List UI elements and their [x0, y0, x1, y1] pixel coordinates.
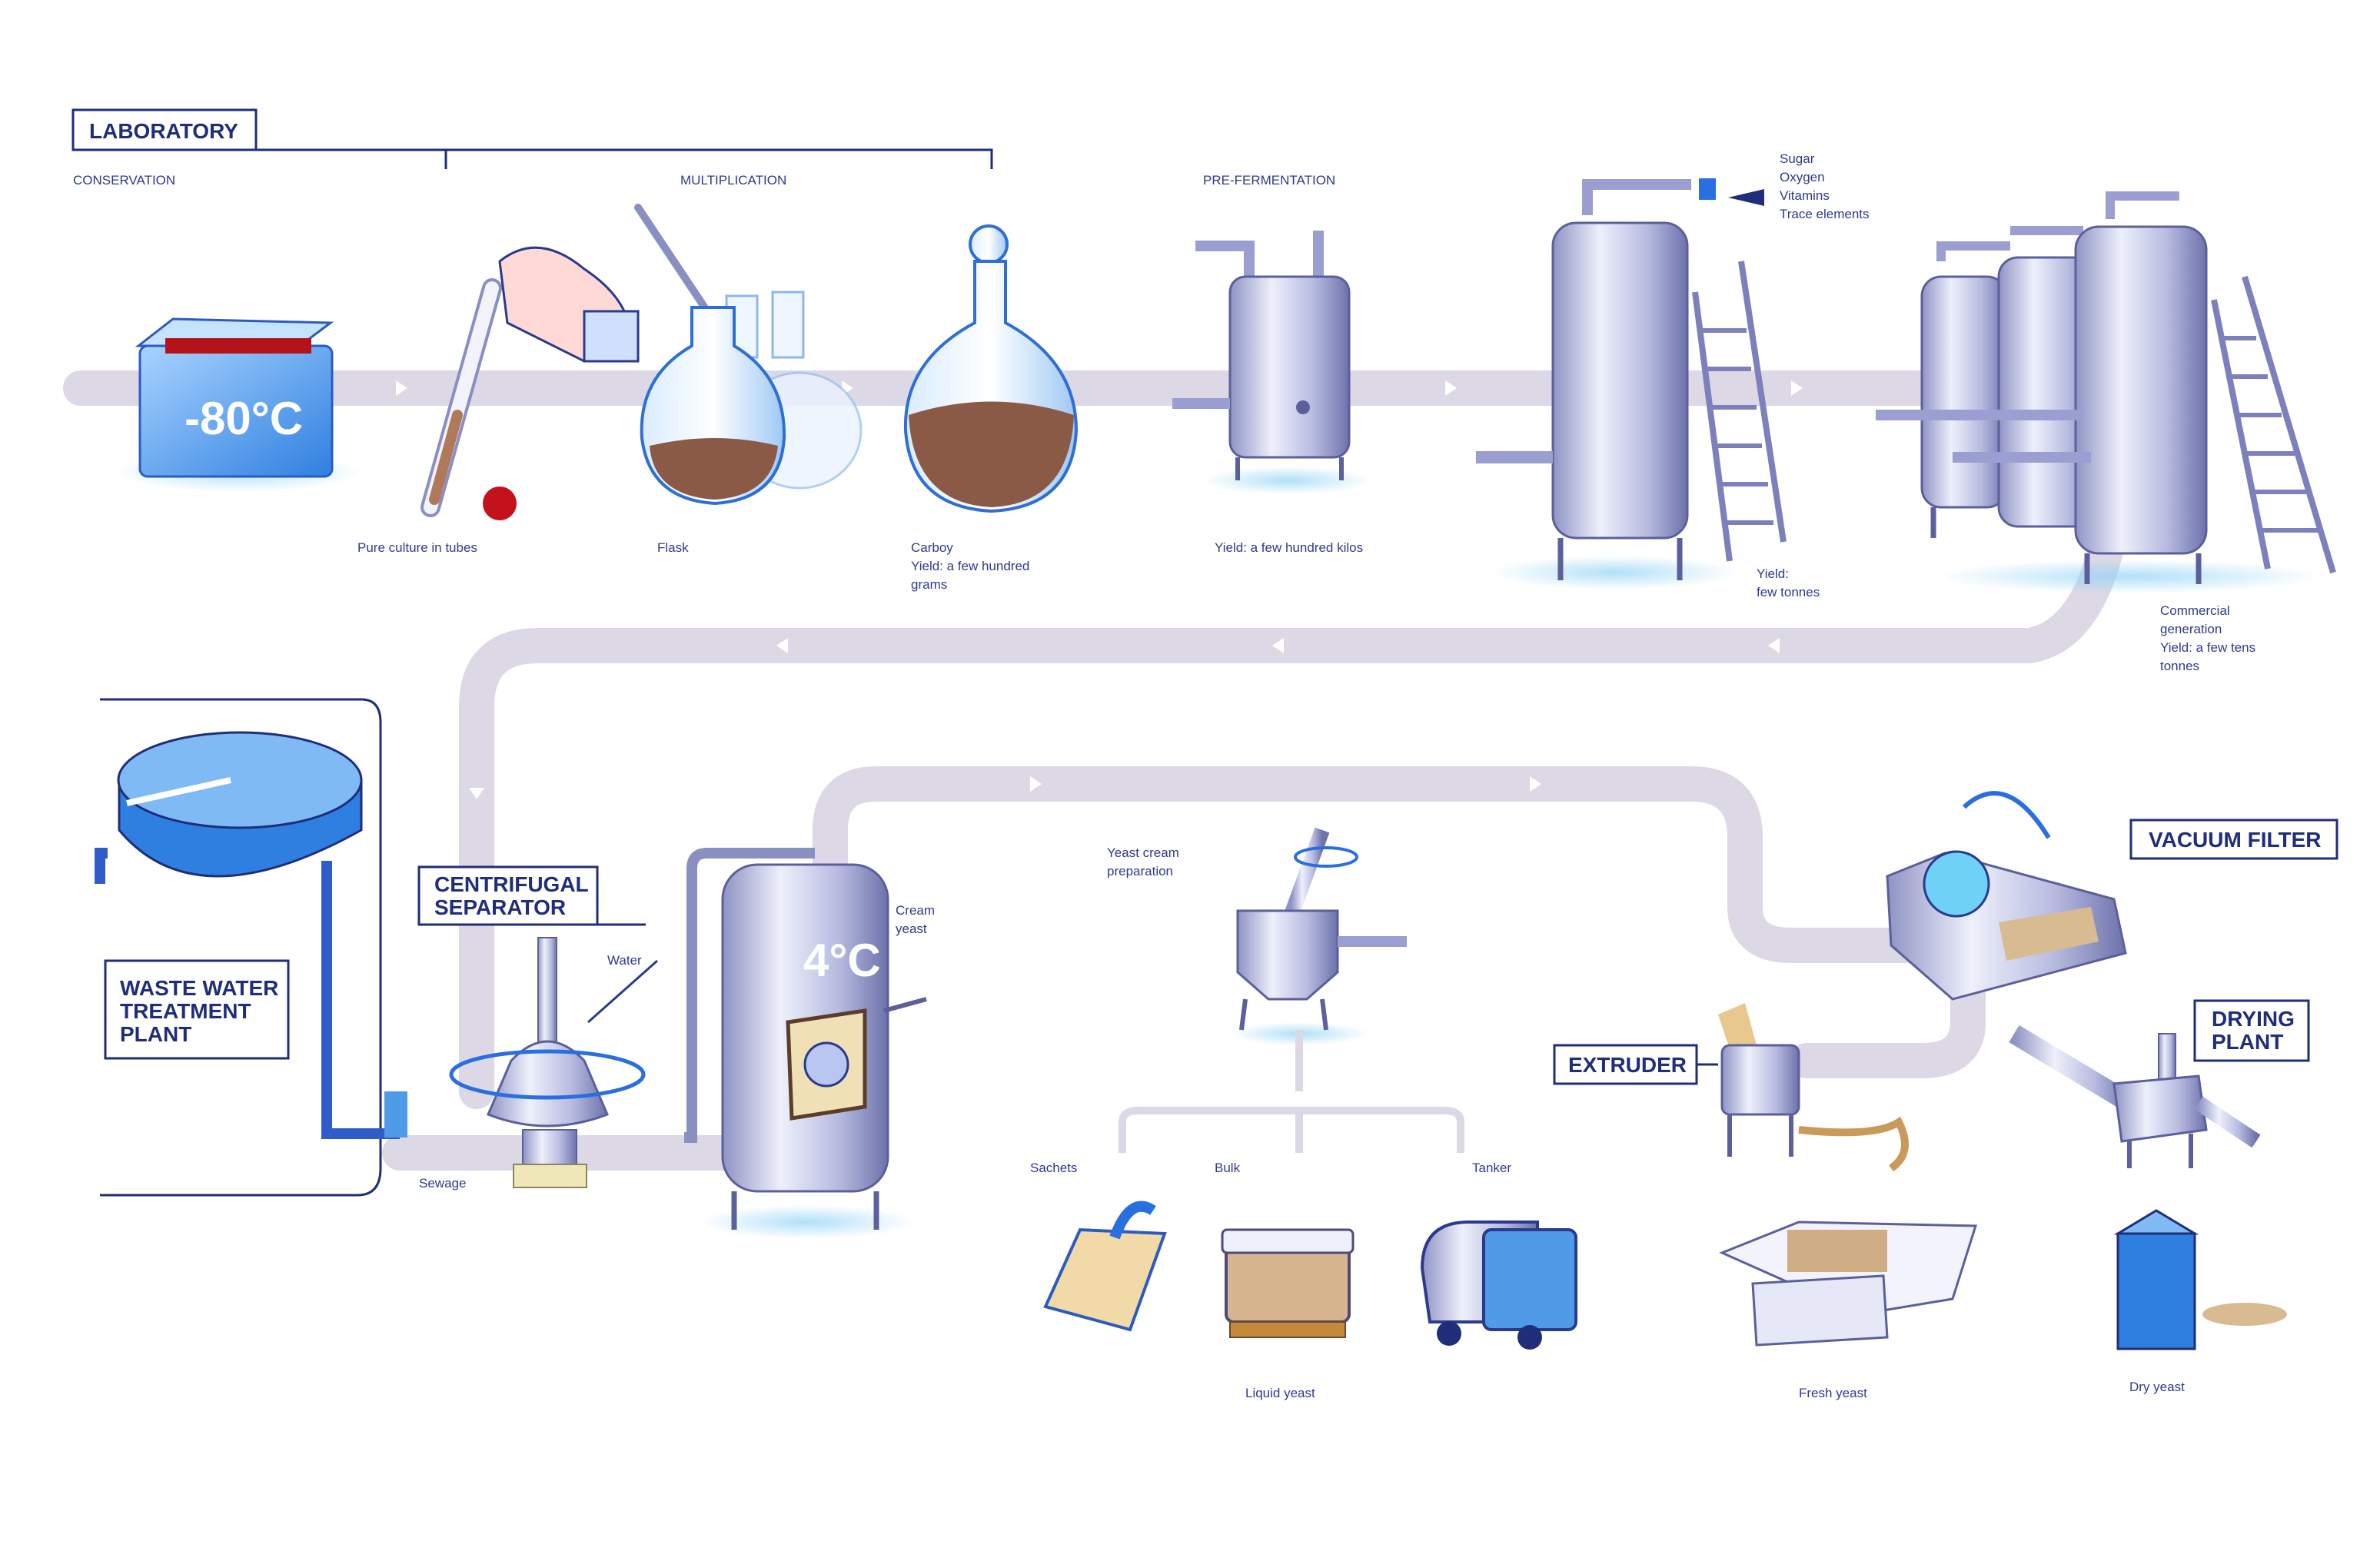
- caption-cream-2: yeast: [896, 922, 927, 936]
- waste-water-label-3: PLANT: [120, 1022, 191, 1046]
- additive-vitamins: Vitamins: [1780, 188, 1830, 203]
- caption-fresh-yeast: Fresh yeast: [1799, 1386, 1867, 1400]
- flask-group: [634, 204, 863, 506]
- caption-commercial-3: Yield: a few tens: [2160, 640, 2255, 655]
- dry-yeast-icon: [2113, 1209, 2287, 1350]
- cream-tank-temperature: 4°C: [803, 935, 881, 986]
- drying-plant-label-2: PLANT: [2212, 1030, 2283, 1054]
- vacuum-filter-label: VACUUM FILTER: [2149, 828, 2322, 852]
- caption-pure-culture: Pure culture in tubes: [357, 540, 477, 555]
- extruder-label: EXTRUDER: [1568, 1053, 1687, 1077]
- caption-fermenter-1: Yield:: [1757, 566, 1789, 581]
- caption-tanker: Tanker: [1472, 1161, 1511, 1175]
- caption-sewage: Sewage: [419, 1176, 466, 1191]
- flow-pipes: [63, 370, 2139, 1171]
- conservation-label: CONSERVATION: [73, 173, 175, 188]
- flow-arrow: [1030, 776, 1042, 792]
- caption-carboy-1: Carboy: [911, 540, 953, 555]
- pre-fermentation-label: PRE-FERMENTATION: [1203, 173, 1335, 188]
- drying-plant: DRYING PLANT: [2009, 999, 2310, 1168]
- caption-commercial-2: generation: [2160, 622, 2222, 636]
- flow-arrow: [396, 380, 407, 396]
- pipe-row-2: [813, 766, 1955, 1117]
- flow-arrow: [1768, 638, 1780, 653]
- caption-water: Water: [607, 953, 642, 968]
- caption-dry-yeast: Dry yeast: [2129, 1380, 2185, 1394]
- laboratory-header: LABORATORY CONSERVATION MULTIPLICATION P…: [71, 108, 1335, 188]
- caption-flask: Flask: [657, 540, 689, 555]
- caption-prep-1: Yeast cream: [1107, 845, 1179, 860]
- laboratory-label: LABORATORY: [89, 119, 238, 143]
- caption-bulk: Bulk: [1215, 1161, 1241, 1175]
- caption-cream-1: Cream: [896, 903, 935, 918]
- waste-water-label-1: WASTE WATER: [120, 976, 278, 1000]
- extruder: EXTRUDER: [1553, 1003, 1909, 1172]
- multiplication-label: MULTIPLICATION: [680, 173, 786, 188]
- centrifugal-separator: CENTRIFUGAL SEPARATOR: [417, 865, 658, 1188]
- flow-arrow: [1272, 638, 1284, 653]
- waste-water-label-2: TREATMENT: [120, 999, 251, 1023]
- caption-prep-2: preparation: [1107, 864, 1173, 878]
- freezer-unit: -80°C: [115, 317, 361, 492]
- fresh-yeast-icon: [1719, 1221, 1978, 1347]
- caption-liquid-yeast: Liquid yeast: [1245, 1386, 1315, 1400]
- flow-arrow: [776, 638, 788, 653]
- freezer-temperature: -80°C: [184, 393, 303, 444]
- fermenter-tank: [1476, 178, 1787, 589]
- caption-pre-fermenter: Yield: a few hundred kilos: [1215, 540, 1363, 555]
- flow-arrow: [1791, 380, 1803, 396]
- additive-trace: Trace elements: [1780, 207, 1870, 221]
- separator-label-1: CENTRIFUGAL: [434, 872, 589, 896]
- flow-arrow: [1445, 380, 1457, 396]
- pipe-row-1: [63, 370, 2139, 1109]
- flow-arrow: [1530, 776, 1541, 792]
- additive-sugar: Sugar: [1780, 151, 1815, 166]
- commercial-tanks: [1876, 191, 2336, 593]
- tanker-truck-icon: [1420, 1221, 1577, 1350]
- caption-carboy-3: grams: [911, 577, 947, 592]
- flow-arrows: [396, 380, 1803, 799]
- additive-oxygen: Oxygen: [1780, 170, 1825, 184]
- drying-plant-label-1: DRYING: [2212, 1007, 2295, 1031]
- sachet-icon: [1043, 1201, 1167, 1332]
- caption-commercial-1: Commercial: [2160, 603, 2230, 618]
- test-tube: [420, 246, 640, 520]
- flow-arrow: [469, 788, 484, 799]
- separator-label-2: SEPARATOR: [434, 895, 566, 919]
- vacuum-filter: VACUUM FILTER: [1886, 791, 2338, 1001]
- caption-sachets: Sachets: [1030, 1161, 1077, 1175]
- caption-carboy-2: Yield: a few hundred: [911, 559, 1029, 573]
- pre-fermenter-tank: [1172, 231, 1372, 494]
- waste-water-plant: WASTE WATER TREATMENT PLANT: [95, 698, 407, 1197]
- yeast-cream-mixer: [1119, 827, 1464, 1153]
- caption-fermenter-2: few tonnes: [1757, 585, 1820, 599]
- cream-yeast-tank: 4°C: [684, 848, 927, 1239]
- carboy: [903, 224, 1079, 513]
- caption-commercial-4: tonnes: [2160, 659, 2199, 673]
- bulk-container-icon: [1221, 1228, 1355, 1338]
- pipe-row-2-drop: [1789, 928, 1986, 1078]
